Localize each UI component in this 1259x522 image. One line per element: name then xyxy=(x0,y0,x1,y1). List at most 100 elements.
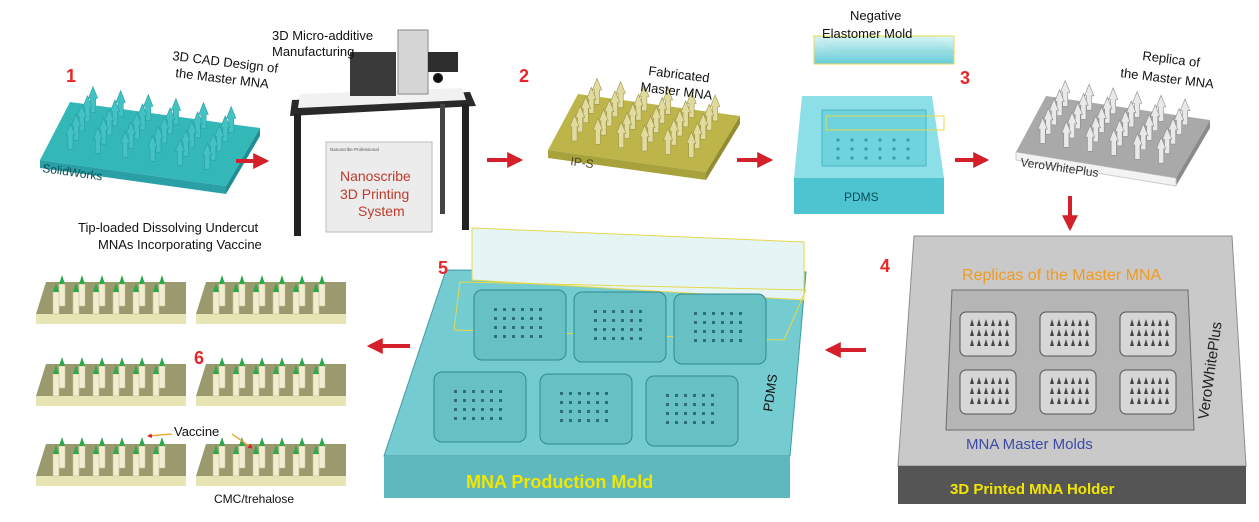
mold-hole xyxy=(836,156,840,160)
mold-needle xyxy=(998,377,1002,384)
mold-needle xyxy=(1050,387,1054,394)
mold-needle xyxy=(970,339,974,346)
patch-needle xyxy=(278,283,286,307)
mold-needle xyxy=(1144,339,1148,346)
well-hole xyxy=(612,328,615,331)
master-mold xyxy=(1039,311,1097,357)
mold-needle xyxy=(1151,377,1155,384)
master-mold xyxy=(1119,311,1177,357)
vaccine-tip xyxy=(273,365,279,374)
needle xyxy=(1132,132,1143,160)
patch-needle xyxy=(118,365,126,389)
well-hole xyxy=(639,337,642,340)
mold-hole xyxy=(906,156,910,160)
well-hole xyxy=(666,403,669,406)
mold-needle xyxy=(1130,319,1134,326)
well-hole xyxy=(539,326,542,329)
mold-needle xyxy=(1137,387,1141,394)
mold-needle xyxy=(1057,339,1061,346)
mold-needle xyxy=(977,339,981,346)
master-mold xyxy=(959,369,1017,415)
patch-needle xyxy=(158,283,166,307)
mold-needle xyxy=(1165,387,1169,394)
mold-needle xyxy=(984,329,988,336)
well-hole xyxy=(594,337,597,340)
nanoscribe-printer: Nanoscribe Professional 3D Micro-additiv… xyxy=(272,28,476,236)
well-hole xyxy=(499,390,502,393)
patch-needle xyxy=(158,445,166,469)
patch-needle xyxy=(292,453,300,477)
well-hole xyxy=(730,339,733,342)
patch-front xyxy=(36,314,186,324)
mold-hole xyxy=(850,156,854,160)
patch-needle xyxy=(78,283,86,307)
needle xyxy=(1108,128,1119,156)
well-hole xyxy=(578,401,581,404)
vaccine-tip xyxy=(219,275,225,284)
well-hole xyxy=(711,421,714,424)
mold-needle xyxy=(1137,397,1141,404)
mold-needle xyxy=(1050,397,1054,404)
mold-needle xyxy=(1050,377,1054,384)
flow-arrows xyxy=(236,152,1078,358)
well-hole xyxy=(612,310,615,313)
vaccine-tip xyxy=(153,283,159,292)
well-hole xyxy=(481,408,484,411)
printer-microscope xyxy=(397,29,429,95)
replica-needle-array xyxy=(1037,79,1191,164)
patch-needle xyxy=(312,373,320,397)
well-hole xyxy=(521,335,524,338)
patch-needle xyxy=(92,373,100,397)
well-hole xyxy=(630,328,633,331)
patch-needle xyxy=(298,445,306,469)
needle xyxy=(174,138,186,166)
well-hole xyxy=(605,401,608,404)
vaccine-tip xyxy=(139,437,145,446)
mold-needle xyxy=(1137,319,1141,326)
mold-needle xyxy=(1165,329,1169,336)
well-hole xyxy=(499,417,502,420)
mold-hole xyxy=(864,138,868,142)
mold-needle xyxy=(998,319,1002,326)
needle xyxy=(639,124,650,152)
patch-needle xyxy=(92,453,100,477)
needle xyxy=(147,134,158,162)
master-mold xyxy=(1039,369,1097,415)
prod-mold-lid xyxy=(471,227,805,301)
well-hole xyxy=(702,394,705,397)
vaccine-tip xyxy=(279,357,285,366)
pdms-block-front xyxy=(794,178,944,214)
well-hole xyxy=(530,308,533,311)
mold-needle xyxy=(1064,377,1068,384)
step-4-holder: 4 Replicas of the Master MNA VeroWhitePl… xyxy=(880,235,1247,504)
well-hole xyxy=(587,410,590,413)
prod-mold-side-label: PDMS xyxy=(760,373,780,413)
mold-well xyxy=(539,373,633,445)
well-hole xyxy=(530,326,533,329)
vaccine-tip xyxy=(313,365,319,374)
well-hole xyxy=(694,312,697,315)
well-hole xyxy=(463,417,466,420)
mold-needle xyxy=(1085,377,1089,384)
vaccine-pointer-left xyxy=(147,433,173,439)
patch-needle xyxy=(212,373,220,397)
patch-needle xyxy=(132,291,140,315)
well-hole xyxy=(630,310,633,313)
vaccine-tip xyxy=(273,445,279,454)
patch-needle xyxy=(138,365,146,389)
mold-needle xyxy=(1005,319,1009,326)
vaccine-tip xyxy=(253,283,259,292)
well-hole xyxy=(730,321,733,324)
needle xyxy=(1084,124,1096,152)
mold-hole xyxy=(864,147,868,151)
vaccine-tip xyxy=(53,365,59,374)
master-mold xyxy=(1119,369,1177,415)
patch-needle xyxy=(98,445,106,469)
mold-needle xyxy=(991,329,995,336)
mold-needle xyxy=(1137,377,1141,384)
well-hole xyxy=(463,408,466,411)
well-hole xyxy=(702,412,705,415)
replica-master: Replica of the Master MNA VeroWhitePlus xyxy=(1015,48,1215,187)
vaccine-tip xyxy=(99,357,105,366)
vaccine-tip xyxy=(133,445,139,454)
